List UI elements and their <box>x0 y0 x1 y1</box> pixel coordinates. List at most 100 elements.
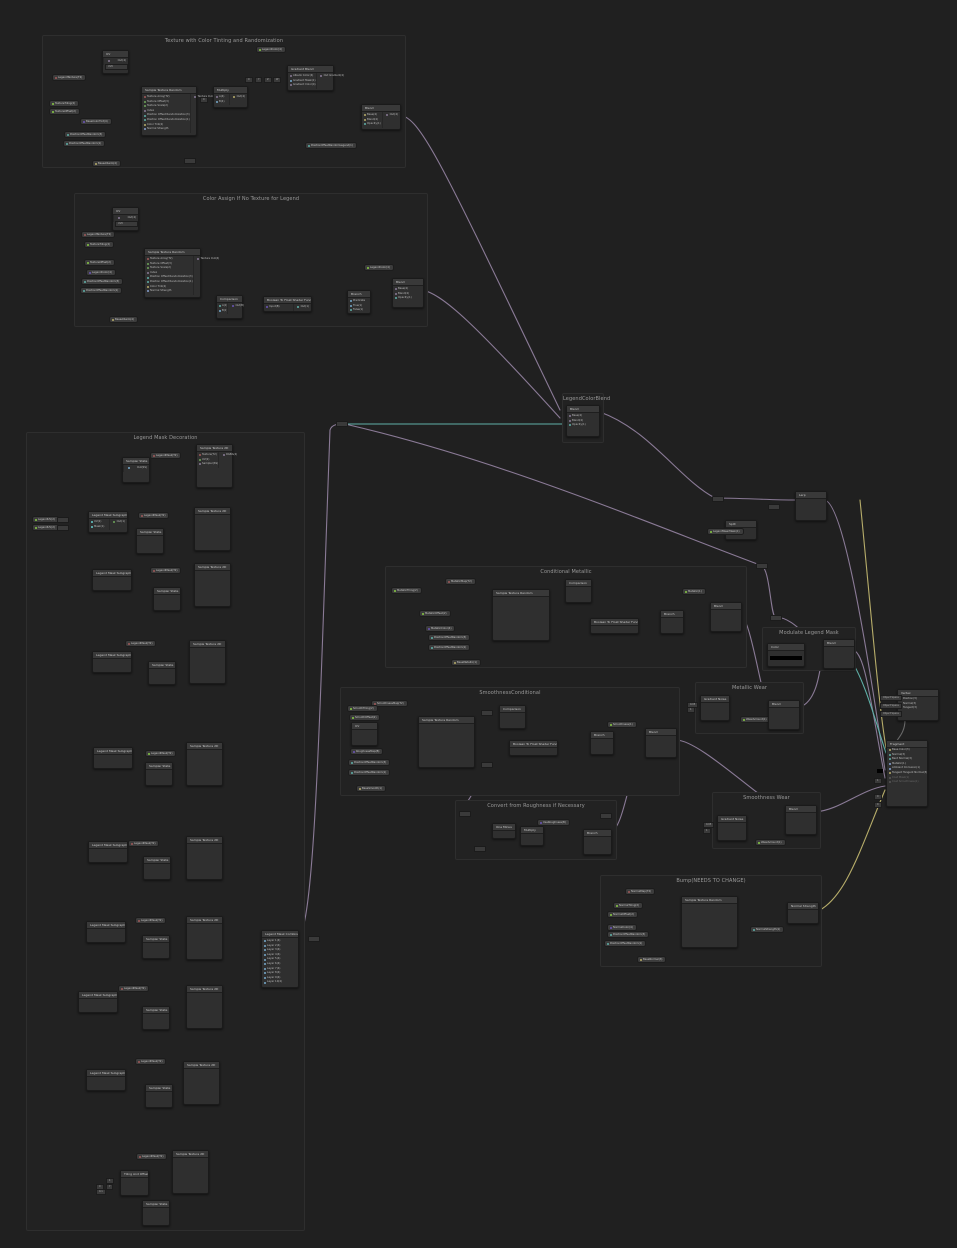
color-swatch[interactable] <box>770 656 802 660</box>
tiling-offset-node[interactable]: Tiling And Offset <box>120 1170 149 1196</box>
property-node[interactable]: PositionOffsetRandom(1) <box>80 287 123 294</box>
property-node[interactable]: LegendMask(T2) <box>135 1058 167 1065</box>
sample-texture-node[interactable]: Sample Texture 2D <box>183 1061 220 1105</box>
sample-random-node[interactable]: Sample Texture Random <box>681 896 738 948</box>
comparison-node[interactable]: Comparison A(1)B(1) Out(B) <box>216 295 244 319</box>
sample-random-node[interactable]: Sample Texture Random <box>418 716 475 768</box>
port[interactable]: Texture(T2) <box>197 453 218 458</box>
property-node[interactable]: LegendMask(T2) <box>125 640 157 647</box>
property-node[interactable]: PositionOffsetRandom(3) <box>607 931 650 938</box>
port[interactable]: Layer 8(4) <box>262 971 298 976</box>
legend-subgraph-node[interactable]: Legend Mask Subgraph <box>78 991 118 1013</box>
blend-node[interactable]: Blend Base(4)Blend(4)Opacity(1) <box>566 405 600 437</box>
port[interactable]: Sampler(SS) <box>197 462 218 467</box>
fragment-slot-normal[interactable]: Normal(3) <box>887 753 927 758</box>
legend-subgraph-node[interactable]: Legend Mask Subgraph UV(2)Mask(1)Out(1) <box>88 511 128 533</box>
property-node[interactable]: UseRoughness(B) <box>537 819 570 826</box>
port[interactable]: Color Tint(4) <box>142 123 190 128</box>
value-field[interactable]: 1 <box>703 828 711 834</box>
port[interactable]: True(1) <box>348 304 370 309</box>
blend-node[interactable]: Blend <box>823 639 855 669</box>
legend-subgraph-node[interactable]: Legend Mask Subgraph <box>92 569 132 591</box>
property-node[interactable]: BaseMetallic(1) <box>451 659 482 666</box>
port[interactable]: Layer 10(4) <box>262 980 298 985</box>
port[interactable]: Blend(4) <box>362 118 382 123</box>
property-node[interactable]: NormalStrength(1) <box>750 926 785 933</box>
port[interactable]: Layer 6(4) <box>262 962 298 967</box>
reroute-node[interactable] <box>768 504 780 510</box>
legend-subgraph-node[interactable]: Legend Mask Subgraph <box>86 1069 126 1091</box>
property-node[interactable]: PositionOffsetRandom(3) <box>348 759 391 766</box>
normal-strength-node[interactable]: Normal Strength <box>787 902 819 924</box>
property-node[interactable]: BaseAlbedo(4) <box>92 160 121 167</box>
property-node[interactable]: LegendMask(T2) <box>150 452 182 459</box>
value-field[interactable]: 1 <box>687 707 695 713</box>
port[interactable]: B(1) <box>217 309 227 314</box>
property-node[interactable]: PositionOffsetRandom(1) <box>348 769 391 776</box>
sampler-state-node[interactable]: Sampler State <box>148 661 176 685</box>
port[interactable]: Base(4) <box>362 113 382 118</box>
legend-subgraph-node[interactable]: Legend Mask Subgraph <box>86 921 126 943</box>
port[interactable]: UV(2) <box>197 458 218 463</box>
color-node[interactable]: Color <box>767 643 805 667</box>
sampler-state-node[interactable]: Sampler State <box>153 587 181 611</box>
sampler-state-node[interactable]: Sampler State <box>142 1006 170 1030</box>
property-node[interactable]: SmoothTiling(2) <box>347 705 378 712</box>
port[interactable]: Layer 9(4) <box>262 976 298 981</box>
reroute-node[interactable] <box>481 710 493 716</box>
branch-node[interactable]: Branch <box>583 829 612 855</box>
value-field[interactable]: 1 <box>106 1178 114 1184</box>
property-node[interactable]: PositionOffsetRandom(1) <box>428 644 471 651</box>
port[interactable]: Layer 5(4) <box>262 957 298 962</box>
port[interactable]: Texture Offset(3) <box>142 100 190 105</box>
reroute-node[interactable] <box>481 762 493 768</box>
port[interactable]: Input(B) <box>264 305 293 310</box>
port[interactable]: Out(4) <box>232 95 245 100</box>
port[interactable]: Gradient Mask(1) <box>288 79 316 84</box>
blend-node[interactable]: Blend Base(4)Blend(4)Opacity(1) Out(4) <box>361 104 401 130</box>
port[interactable]: Layer 7(4) <box>262 967 298 972</box>
sample-texture-node[interactable]: Sample Texture 2D <box>186 916 223 960</box>
legend-mask-combine-node[interactable]: Legend Mask Combine Layer 1(4) Layer 2(4… <box>261 930 299 988</box>
uv-node[interactable]: UV <box>351 722 378 746</box>
property-node[interactable]: WearAmount(1) <box>755 839 786 846</box>
fragment-slot-coat-smoothness[interactable]: Coat Smoothness(1) <box>887 780 927 785</box>
value-field[interactable]: Z <box>264 77 272 83</box>
port[interactable]: Out(4) <box>385 113 398 118</box>
blend-node[interactable]: Blend <box>645 728 677 758</box>
boolean-convert-node[interactable]: Boolean To Float Shader Function <box>509 740 558 756</box>
reroute-node[interactable] <box>474 846 486 852</box>
value-field[interactable]: 0 <box>200 97 208 103</box>
value-field[interactable]: 0.05 <box>703 822 715 828</box>
port[interactable]: False(1) <box>348 308 370 313</box>
sample-texture-node[interactable]: Sample Texture 2D <box>186 742 223 786</box>
fragment-slot-coat-mask[interactable]: Coat Mask(1) <box>887 776 927 781</box>
property-node[interactable]: LegendUV(2) <box>32 524 59 531</box>
port[interactable]: Out(SS) <box>126 466 147 471</box>
property-node[interactable]: TextureOffset(2) <box>49 108 80 115</box>
property-node[interactable]: RoughnessMap(B) <box>350 748 384 755</box>
fragment-slot-metallic[interactable]: Metallic(1) <box>887 762 927 767</box>
property-node[interactable]: MetallicMap(T2) <box>445 578 476 585</box>
reroute-node[interactable] <box>308 936 320 942</box>
port[interactable]: Gradient Color(4) <box>288 83 316 88</box>
boolean-convert-node[interactable]: Boolean To Float Shader Function Input(B… <box>263 296 312 312</box>
port[interactable]: Predicate <box>348 299 370 304</box>
reroute-node[interactable] <box>600 813 612 819</box>
property-node[interactable]: PositionOffsetRandom(3) <box>81 278 124 285</box>
vertex-slot-tangent[interactable]: Tangent(3) <box>898 706 938 711</box>
port[interactable]: Base(4) <box>567 414 599 419</box>
sampler-state-node[interactable]: Sampler State Out(SS) <box>122 457 150 483</box>
channel-dropdown[interactable]: UV0 <box>115 221 138 227</box>
one-minus-node[interactable]: One Minus <box>492 823 516 839</box>
comparison-node[interactable]: Comparison <box>499 705 526 729</box>
port[interactable]: Position Offset Randomization(1) <box>145 280 193 285</box>
port[interactable]: Out(1) <box>296 305 309 310</box>
property-node[interactable]: SmoothOffset(2) <box>349 714 381 721</box>
property-node[interactable]: LegendMask(T2) <box>135 917 167 924</box>
port[interactable]: Layer 2(4) <box>262 944 298 949</box>
port[interactable]: Texture Out(4) <box>193 95 216 100</box>
legend-subgraph-node[interactable]: Legend Mask Subgraph <box>92 651 132 673</box>
port[interactable]: Position Offset Randomization(1) <box>142 118 190 123</box>
port[interactable]: UV(2) <box>89 520 109 525</box>
